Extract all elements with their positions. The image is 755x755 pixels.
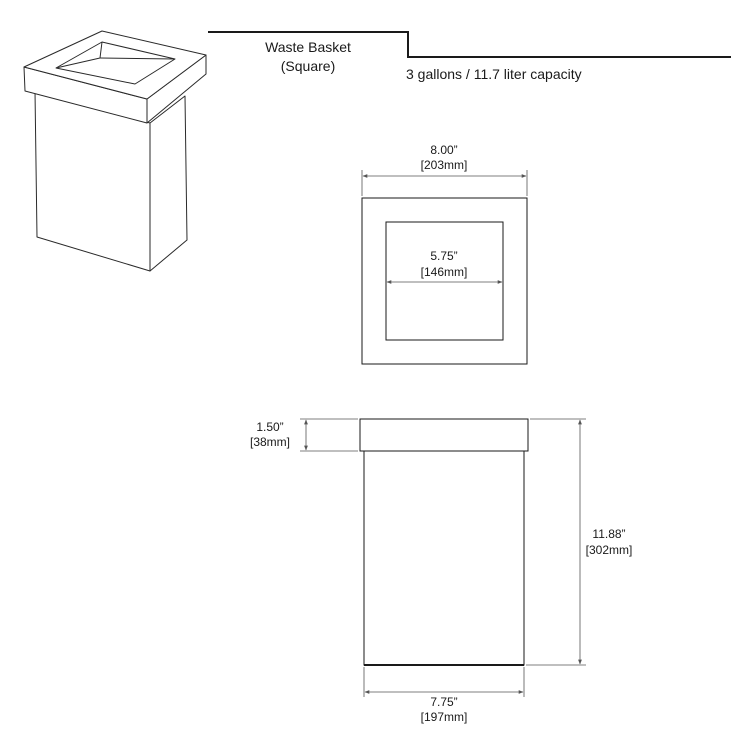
capacity-text: 3 gallons / 11.7 liter capacity [406, 66, 582, 82]
front-view-lid [359, 418, 529, 452]
inner-width-mm-label: [146mm] [420, 265, 468, 279]
top-view-dimensions [361, 170, 528, 284]
top-view-outer-square [361, 197, 528, 365]
front-view-dimensions [300, 418, 586, 697]
top-view [361, 197, 528, 365]
front-view [359, 418, 529, 666]
lid-height-mm-label: [38mm] [249, 435, 290, 449]
title-bar-line [208, 31, 731, 58]
title-line-1: Waste Basket [265, 39, 351, 55]
basket-body-right-face [149, 95, 188, 272]
top-view-inner-square [385, 221, 504, 341]
isometric-basket-illustration [23, 30, 207, 272]
title-line-2: (Square) [280, 58, 336, 74]
body-width-mm-label: [197mm] [420, 710, 468, 724]
lid-height-in-label: 1.50” [256, 420, 284, 434]
opening-inner-edge [99, 57, 176, 60]
total-height-mm-label: [302mm] [585, 543, 633, 557]
front-view-body [363, 450, 525, 666]
outer-width-in-label: 8.00” [430, 143, 458, 157]
outer-width-mm-label: [203mm] [420, 158, 468, 172]
inner-width-in-label: 5.75” [430, 249, 458, 263]
total-height-in-label: 11.88” [592, 527, 626, 541]
body-width-in-label: 7.75” [430, 695, 458, 709]
